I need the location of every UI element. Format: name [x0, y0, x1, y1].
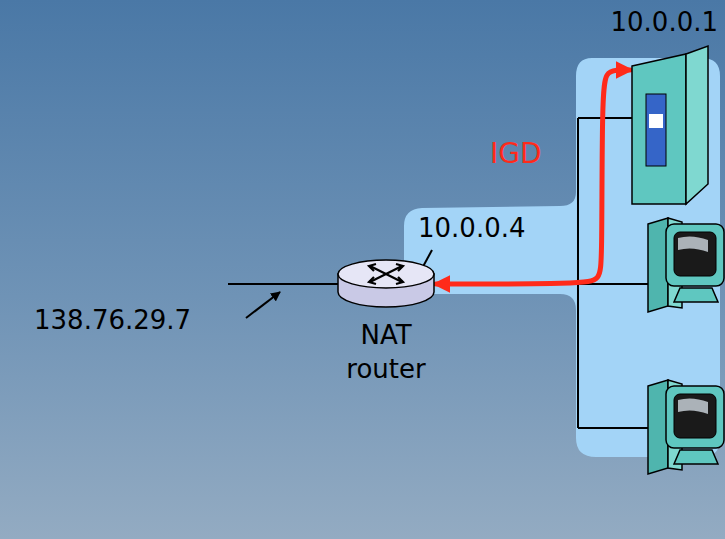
server-panel-light: [649, 114, 663, 128]
label-holder: 138.76.29.7: [34, 302, 191, 338]
node-text-holder: 10.0.0.1: [610, 4, 718, 44]
protocol-label: IGD: [490, 136, 542, 172]
pc-wire: [578, 427, 648, 429]
lan-wires: [228, 118, 648, 428]
server-side: [686, 46, 708, 204]
router-symbol: [369, 264, 403, 284]
interface-address: 10.0.0.4: [418, 210, 526, 246]
igd-connector: [436, 70, 630, 284]
device-name: NAT router: [331, 318, 441, 386]
pc-icon: [648, 218, 724, 312]
pc-icon: [648, 380, 724, 474]
lan-bus: [577, 118, 579, 428]
server-panel: [646, 94, 666, 166]
server-front: [632, 54, 686, 204]
edge-label-holder: IGD: [490, 136, 542, 172]
interface-address: 138.76.29.7: [34, 302, 191, 338]
router-icon: NAT router: [336, 258, 436, 310]
ip-address: 10.0.0.1: [610, 4, 718, 40]
server-icon: 10.0.0.1: [630, 44, 710, 206]
label-holder: 10.0.0.4: [418, 210, 526, 246]
router-top: [338, 260, 434, 288]
leader-line: [246, 292, 280, 318]
wan-wire: [228, 283, 338, 285]
node-outline: [336, 258, 436, 310]
node-outline: [630, 44, 710, 206]
node-text-holder: NAT router: [331, 310, 441, 386]
